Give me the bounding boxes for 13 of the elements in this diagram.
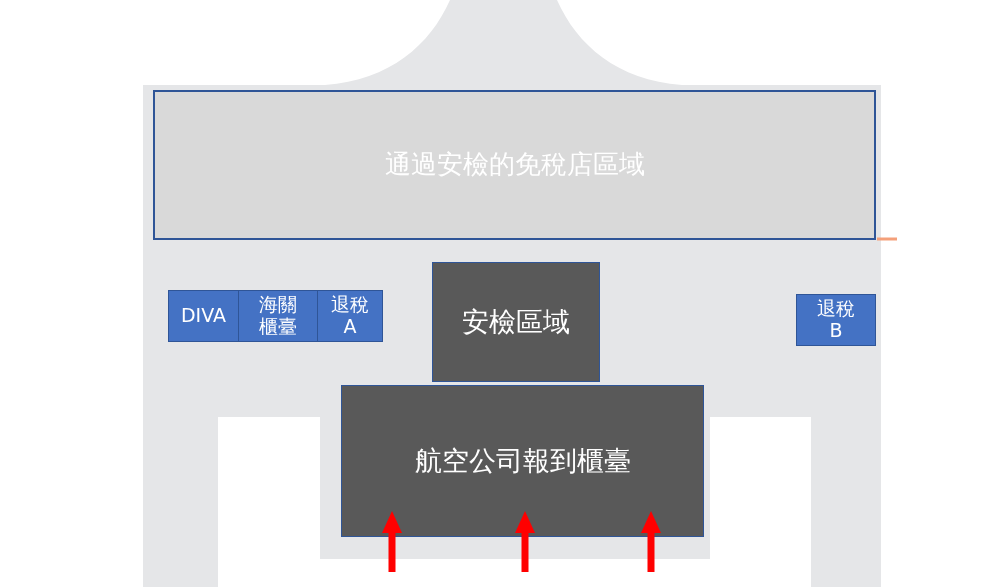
zone-box	[432, 262, 600, 382]
counter-box	[238, 290, 318, 342]
counter-box	[796, 294, 876, 346]
box-label: 航空公司報到櫃臺	[414, 445, 631, 477]
box-label: 退稅A	[330, 294, 370, 338]
counter-box	[317, 290, 383, 342]
box-label: DIVA	[181, 305, 226, 327]
box-label: 退稅B	[816, 298, 856, 342]
counter-box	[168, 290, 239, 342]
box-label: 安檢區域	[462, 306, 570, 338]
counter-box	[341, 385, 704, 537]
box-label: 海關櫃臺	[258, 294, 298, 338]
zone-box	[153, 90, 876, 240]
